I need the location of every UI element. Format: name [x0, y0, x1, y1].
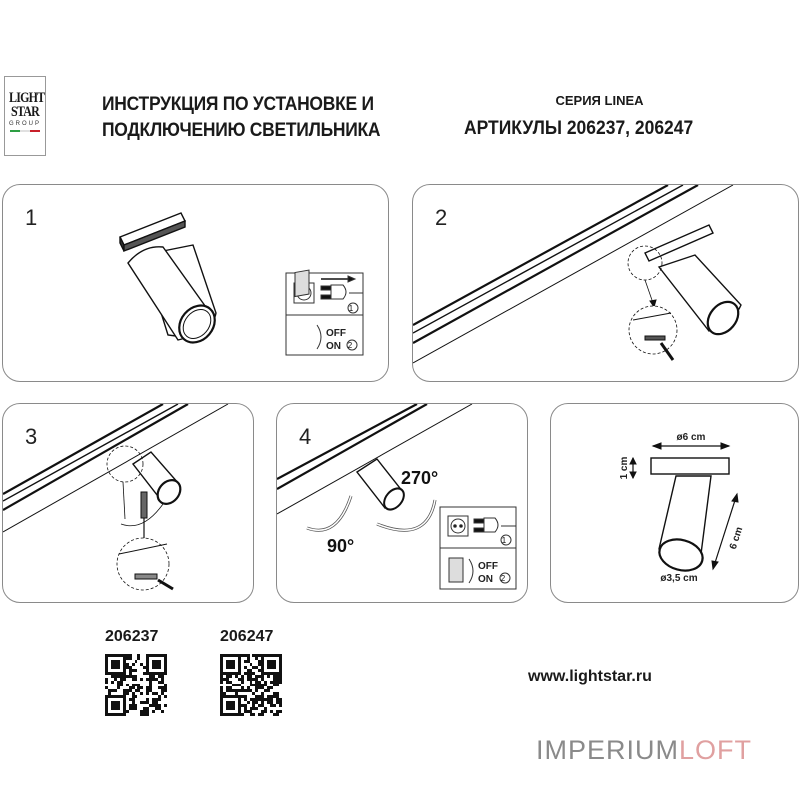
track-mounting-illustration — [413, 185, 742, 364]
qr-block-206247: 206247 — [220, 628, 282, 716]
watermark-part-1: IMPERIUM — [536, 735, 679, 765]
qr-code[interactable] — [220, 654, 282, 716]
spotlight-illustration — [119, 212, 217, 344]
step-1-indicator: 1 — [349, 304, 354, 313]
imperiumloft-watermark: IMPERIUMLOFT — [536, 735, 752, 766]
article-number: 206237 — [105, 628, 159, 645]
step-number: 4 — [299, 424, 312, 449]
page-title: ИНСТРУКЦИЯ ПО УСТАНОВКЕ И ПОДКЛЮЧЕНИЮ СВ… — [102, 92, 381, 144]
dimensions-panel: ø6 cm 1 cm 6 cm ø3,5 cm — [550, 403, 799, 603]
logo-light: LIGHT — [9, 90, 45, 106]
width-dimension: ø6 cm — [677, 432, 706, 443]
articles-label: АРТИКУЛЫ 206237, 206247 — [464, 118, 694, 139]
off-label: OFF — [326, 328, 346, 339]
title-line-2: ПОДКЛЮЧЕНИЮ СВЕТИЛЬНИКА — [102, 120, 381, 141]
length-dimension: 6 cm — [728, 526, 746, 551]
angle-90: 90° — [327, 536, 354, 556]
dimensions-drawing: ø6 cm 1 cm 6 cm ø3,5 cm — [619, 432, 746, 584]
on-label: ON — [326, 341, 341, 352]
watermark-part-2: LOFT — [679, 735, 753, 765]
logo-group: GROUP — [8, 121, 41, 127]
step-number: 1 — [25, 205, 38, 230]
step-1-panel: 1 1 OF — [2, 184, 389, 382]
step-2-indicator: 2 — [348, 341, 353, 350]
step-4-panel: 4 270° 90° — [276, 403, 528, 603]
step-1-indicator: 1 — [502, 536, 507, 545]
on-label: ON — [478, 574, 493, 585]
step-number: 2 — [435, 205, 448, 230]
website-link[interactable]: www.lightstar.ru — [528, 668, 652, 685]
step-2-panel: 2 — [412, 184, 799, 382]
step-3-panel: 3 — [2, 403, 254, 603]
lightstar-logo: LIGHT STAR GROUP — [4, 76, 46, 156]
screw-fixing-illustration — [3, 404, 229, 591]
diameter-dimension: ø3,5 cm — [660, 573, 697, 584]
title-line-1: ИНСТРУКЦИЯ ПО УСТАНОВКЕ И — [102, 94, 374, 115]
height-dimension: 1 cm — [619, 456, 630, 479]
qr-block-206237: 206237 — [105, 628, 167, 716]
step-number: 3 — [25, 424, 38, 449]
angle-270: 270° — [401, 468, 438, 488]
series-label: СЕРИЯ LINEA — [555, 93, 644, 108]
italian-flag-stripe — [10, 130, 40, 132]
off-label: OFF — [478, 561, 498, 572]
power-off-instructions: 1 OFF ON 2 — [285, 269, 364, 356]
step-2-indicator: 2 — [501, 574, 506, 583]
qr-code[interactable] — [105, 654, 167, 716]
article-number: 206247 — [220, 628, 274, 645]
rotation-illustration: 270° 90° 1 OFF ON 2 — [277, 404, 517, 590]
logo-star: STAR — [11, 104, 40, 120]
